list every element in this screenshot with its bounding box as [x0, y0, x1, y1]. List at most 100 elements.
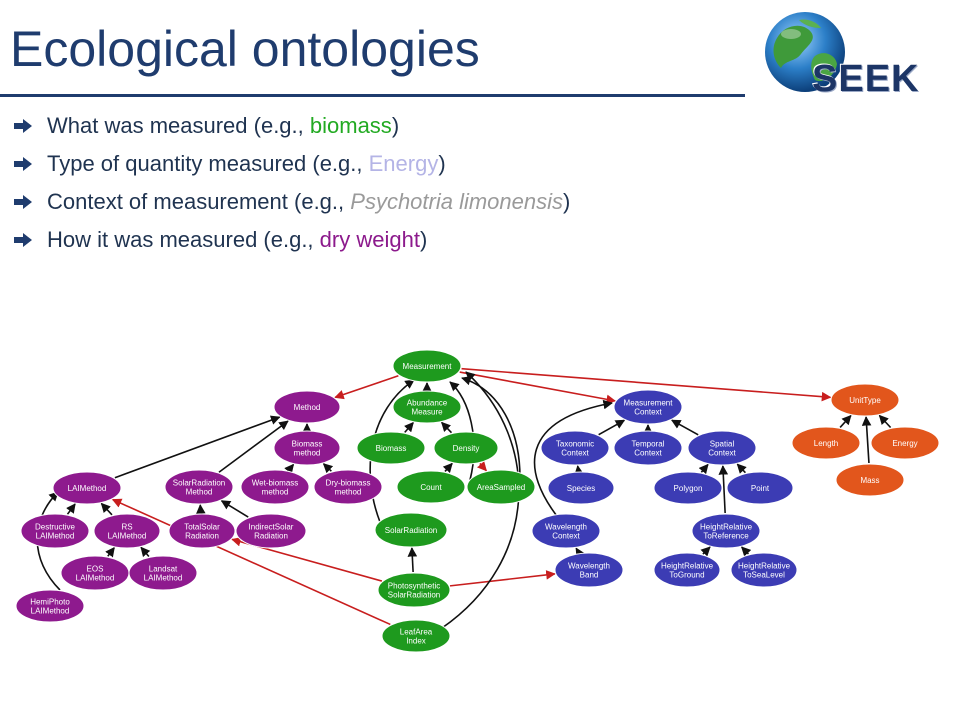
- node-shape: [168, 513, 236, 549]
- node-label: method: [335, 488, 362, 497]
- bullet-text-end: ): [563, 189, 571, 214]
- node-shape: [691, 513, 761, 549]
- edge-measurement-to-unit_type: [461, 367, 832, 402]
- node-label: Context: [561, 449, 589, 458]
- edge-dry_biomass_method-to-biomass_method: [322, 463, 334, 474]
- title-underline: [0, 94, 745, 97]
- edge-landsat_lai_method-to-rs_lai_method: [140, 546, 151, 558]
- node-label: HeightRelative: [700, 523, 753, 532]
- bullet-text: Context of measurement (e.g.,: [47, 189, 351, 214]
- edge-total_solar_radiation-to-solar_radiation_method: [196, 504, 206, 514]
- bullet-item: Type of quantity measured (e.g., Energy): [14, 151, 570, 177]
- node-mass: Mass: [835, 463, 905, 497]
- node-label: LAIMethod: [68, 484, 107, 493]
- node-label: Abundance: [407, 399, 448, 408]
- node-shape: [554, 552, 624, 588]
- node-shape: [466, 469, 536, 505]
- node-label: Polygon: [674, 484, 703, 493]
- node-shape: [433, 431, 499, 465]
- node-label: Count: [420, 483, 442, 492]
- node-label: SolarRadiation: [173, 479, 225, 488]
- node-label: Measurement: [403, 362, 453, 371]
- curved-edge-5: [533, 399, 613, 521]
- bullet-highlight: Energy: [368, 151, 439, 176]
- node-label: Photosynthetic: [388, 582, 440, 591]
- node-unit-type: UnitType: [830, 383, 900, 417]
- node-label: ToSeaLevel: [743, 571, 785, 580]
- bullet-item: What was measured (e.g., biomass): [14, 113, 570, 139]
- node-label: LAIMethod: [144, 574, 183, 583]
- node-shape: [128, 555, 198, 591]
- curved-edge-1: [449, 381, 475, 481]
- node-label: Context: [708, 449, 736, 458]
- node-shape: [687, 430, 757, 466]
- node-shape: [835, 463, 905, 497]
- edge-count-to-density: [442, 462, 453, 474]
- node-shape: [374, 512, 448, 548]
- node-area-sampled: AreaSampled: [466, 469, 536, 505]
- edge-height_relative_to_sea_level-to-height_relative_to_reference: [741, 546, 752, 557]
- node-shape: [396, 470, 466, 504]
- node-label: Mass: [860, 476, 879, 485]
- node-shape: [791, 426, 861, 460]
- node-label: Biomass: [292, 440, 323, 449]
- node-density: Density: [433, 431, 499, 465]
- node-shape: [730, 552, 798, 588]
- node-shape: [830, 383, 900, 417]
- node-shape: [613, 430, 683, 466]
- node-label: Destructive: [35, 523, 76, 532]
- node-shape: [235, 513, 307, 549]
- node-shape: [273, 430, 341, 466]
- node-label: SolarRadiation: [385, 526, 437, 535]
- node-lai-method: LAIMethod: [52, 471, 122, 505]
- node-shape: [52, 471, 122, 505]
- edge-density-to-abundance_measure: [441, 421, 453, 434]
- bullet-list: What was measured (e.g., biomass) Type o…: [14, 113, 570, 265]
- node-label: Species: [567, 484, 595, 493]
- node-label: HeightRelative: [738, 562, 791, 571]
- node-solar-radiation: SolarRadiation: [374, 512, 448, 548]
- edge-destructive_lai_method-to-lai_method: [66, 503, 76, 515]
- node-shape: [164, 469, 234, 505]
- node-label: Context: [552, 532, 580, 541]
- edge-polygon-to-spatial_context: [698, 463, 709, 475]
- node-shape: [653, 552, 721, 588]
- edge-height_relative_to_reference-to-spatial_context: [718, 465, 729, 514]
- node-label: Energy: [892, 439, 917, 448]
- node-label: LAIMethod: [108, 532, 147, 541]
- node-label: ToGround: [669, 571, 704, 580]
- node-shape: [93, 513, 161, 549]
- node-label: Band: [580, 571, 599, 580]
- arrow-right-icon: [14, 157, 32, 171]
- node-label: HeightRelative: [661, 562, 714, 571]
- edge-measurement-to-measurement_context: [459, 371, 617, 405]
- node-shape: [531, 513, 601, 549]
- edge-measurement-to-method: [334, 375, 399, 400]
- bullet-highlight: Psychotria limonensis: [350, 189, 564, 214]
- node-label: LAIMethod: [36, 532, 75, 541]
- node-label: Radiation: [254, 532, 288, 541]
- logo-wordmark: SEEK: [812, 58, 920, 100]
- node-label: AreaSampled: [477, 483, 525, 492]
- node-shape: [15, 589, 85, 623]
- node-shape: [313, 469, 383, 505]
- edge-energy-to-unit_type: [878, 414, 892, 429]
- node-label: Spatial: [710, 440, 735, 449]
- node-measurement: Measurement: [392, 349, 462, 383]
- node-label: Taxonomic: [556, 440, 594, 449]
- bullet-item: How it was measured (e.g., dry weight): [14, 227, 570, 253]
- bullet-item: Context of measurement (e.g., Psychotria…: [14, 189, 570, 215]
- node-shape: [392, 390, 462, 424]
- bullet-text: Type of quantity measured (e.g.,: [47, 151, 369, 176]
